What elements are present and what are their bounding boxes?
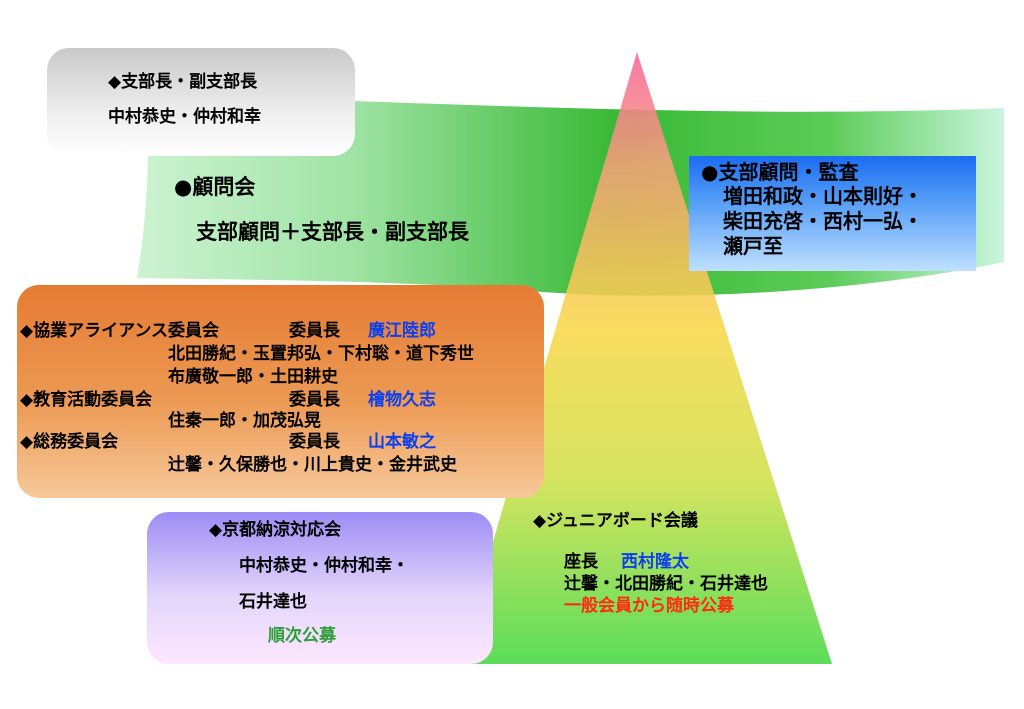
committee-box bbox=[17, 285, 544, 498]
junior-heading: ◆ジュニアボード会議 bbox=[533, 511, 698, 531]
kyoto-box bbox=[147, 512, 493, 664]
general-chair-label: 委員長 bbox=[289, 432, 340, 452]
general-members: 辻馨・久保勝也・川上貴史・金井武史 bbox=[168, 455, 457, 475]
education-members: 住秦一郎・加茂弘晃 bbox=[168, 411, 321, 431]
general-chair-name: 山本敏之 bbox=[368, 432, 436, 452]
council-members: 支部顧問＋支部長・副支部長 bbox=[196, 220, 469, 244]
alliance-chair-name: 廣江陸郎 bbox=[368, 321, 436, 341]
advisor-line3: 瀬戸至 bbox=[723, 234, 783, 258]
general-committee-name: ◆総務委員会 bbox=[20, 432, 119, 452]
council-heading: ●顧問会 bbox=[174, 175, 256, 199]
officer-heading: ◆支部長・副支部長 bbox=[108, 72, 258, 92]
officer-names: 中村恭史・仲村和幸 bbox=[108, 107, 261, 127]
junior-chair-label: 座長 bbox=[564, 552, 598, 572]
junior-chair-name: 西村隆太 bbox=[621, 552, 689, 572]
junior-recruit: 一般会員から随時公募 bbox=[564, 596, 734, 616]
advisor-heading: ●支部顧問・監査 bbox=[701, 160, 859, 184]
education-chair-label: 委員長 bbox=[289, 390, 340, 410]
kyoto-members-line1: 中村恭史・仲村和幸・ bbox=[239, 556, 409, 576]
alliance-members-line1: 北田勝紀・玉置邦弘・下村聡・道下秀世 bbox=[168, 344, 474, 364]
alliance-committee-name: ◆協業アライアンス委員会 bbox=[20, 321, 220, 341]
pyramid bbox=[457, 52, 832, 664]
junior-members: 辻馨・北田勝紀・石井達也 bbox=[564, 574, 768, 594]
alliance-members-line2: 布廣敬一郎・土田耕史 bbox=[168, 367, 338, 387]
advisor-line2: 柴田充啓・西村一弘・ bbox=[723, 209, 923, 233]
education-committee-name: ◆教育活動委員会 bbox=[20, 390, 153, 410]
education-chair-name: 檜物久志 bbox=[368, 390, 436, 410]
kyoto-heading: ◆京都納涼対応会 bbox=[209, 520, 342, 540]
officer-box bbox=[47, 48, 355, 156]
advisor-box bbox=[689, 156, 976, 271]
advisor-line1: 増田和政・山本則好・ bbox=[723, 184, 923, 208]
kyoto-recruit: 順次公募 bbox=[268, 626, 336, 646]
kyoto-members-line2: 石井達也 bbox=[239, 592, 307, 612]
alliance-chair-label: 委員長 bbox=[289, 321, 340, 341]
